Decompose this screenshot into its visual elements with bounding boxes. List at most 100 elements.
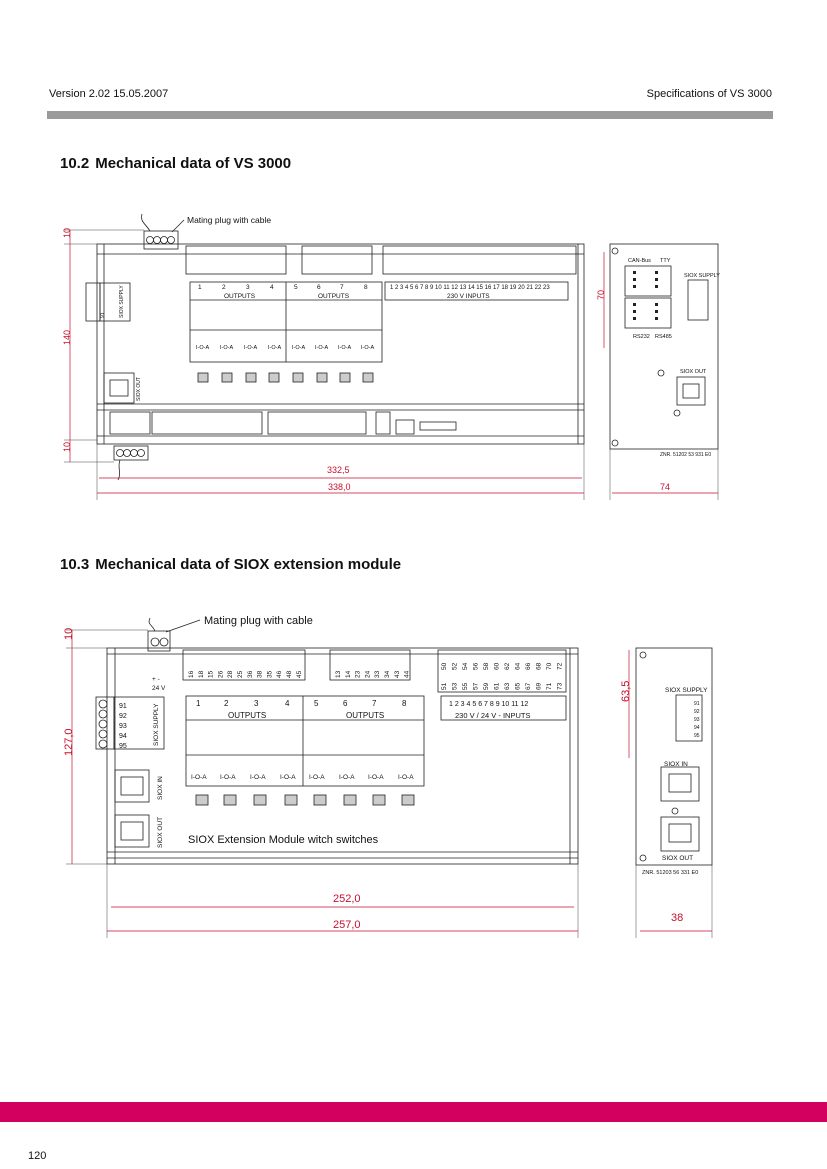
out-4: 4	[270, 284, 274, 291]
terminal-label: 46	[276, 670, 283, 678]
terminal-label: 71	[546, 682, 553, 690]
ioa-2: I-O-A	[220, 345, 233, 351]
terminal-label: 67	[525, 682, 532, 690]
header-title: Specifications of VS 3000	[646, 88, 772, 100]
out2-3: 3	[254, 699, 259, 708]
supply-term-93: 93	[119, 723, 127, 730]
ioa-3: I-O-A	[244, 345, 257, 351]
dim-10-bottom: 10	[62, 442, 72, 452]
side-term-95: 95	[694, 733, 700, 739]
terminal-label: 38	[257, 670, 264, 678]
outputs-label-1b: OUTPUTS	[318, 293, 350, 300]
ioa2-4: I-O-A	[280, 774, 296, 781]
terminal-label: 44	[404, 670, 411, 678]
terminal-label: 18	[198, 670, 205, 678]
terminal-label: 50	[441, 662, 448, 670]
ioa2-8: I-O-A	[398, 774, 414, 781]
out-7: 7	[340, 284, 344, 291]
tty-label: TTY	[660, 258, 671, 264]
znr-1: ZNR. 51202 53 931 E0	[660, 452, 711, 458]
out-8: 8	[364, 284, 368, 291]
ioa2-6: I-O-A	[339, 774, 355, 781]
side-siox-supply-1: SIOX SUPPLY	[684, 273, 720, 279]
out2-5: 5	[314, 699, 319, 708]
out2-8: 8	[402, 699, 407, 708]
siox-supply-label-1: SIOX SUPPLY	[119, 285, 125, 318]
ioa2-7: I-O-A	[368, 774, 384, 781]
terminal-label: 25	[237, 670, 244, 678]
ioa-5: I-O-A	[292, 345, 305, 351]
inputs-label-2: 230 V / 24 V - INPUTS	[455, 711, 530, 720]
terminal-label: 43	[394, 670, 401, 678]
terminal-label: 48	[286, 670, 293, 678]
ioa-4: I-O-A	[268, 345, 281, 351]
rs232-label: RS232	[633, 334, 650, 340]
supply-term-95: 95	[119, 743, 127, 750]
terminal-label: 26	[217, 670, 224, 678]
inputs-label-1: 230 V INPUTS	[447, 293, 490, 300]
terminal-label: 13	[335, 670, 342, 678]
can-bus-label: CAN-Bus	[628, 258, 651, 264]
terminal-label: 60	[494, 662, 501, 670]
terminal-label: 68	[536, 662, 543, 670]
outputs-label-2a: OUTPUTS	[228, 711, 266, 720]
terminal-label: 24	[364, 670, 371, 678]
terminal-label: 64	[515, 662, 522, 670]
terminal-label: 35	[266, 670, 273, 678]
out2-1: 1	[196, 699, 201, 708]
terminal-label: 45	[296, 670, 303, 678]
ioa2-1: I-O-A	[191, 774, 207, 781]
dim-127: 127,0	[63, 728, 75, 756]
terminal-label: 28	[227, 670, 234, 678]
dim-10-siox: 10	[63, 628, 75, 640]
side-siox-out-1: SIOX OUT	[680, 369, 707, 375]
terminal-label: 72	[557, 662, 564, 670]
mating-plug-label-1: Mating plug with cable	[187, 215, 271, 225]
rs485-label: RS485	[655, 334, 672, 340]
ioa-1: I-O-A	[196, 345, 209, 351]
terminal-label: 23	[355, 670, 362, 678]
out-3: 3	[246, 284, 250, 291]
dim-252: 252,0	[333, 893, 361, 905]
terminal-label: 15	[208, 670, 215, 678]
terminal-label: 63	[504, 682, 511, 690]
siox-out-label-2: SIOX OUT	[157, 817, 164, 848]
siox-in-label-2: SIOX IN	[157, 776, 164, 800]
dim-140: 140	[62, 330, 72, 345]
outputs-label-2b: OUTPUTS	[346, 711, 384, 720]
terminal-label: 58	[483, 662, 490, 670]
dim-257: 257,0	[333, 919, 361, 931]
terminal-label: 62	[504, 662, 511, 670]
ioa2-5: I-O-A	[309, 774, 325, 781]
terminal-label: 59	[483, 682, 490, 690]
side-term-91: 91	[694, 701, 700, 707]
supply-term-91: 91	[119, 703, 127, 710]
terminal-label: 65	[515, 682, 522, 690]
ioa2-3: I-O-A	[250, 774, 266, 781]
input-numbers-1: 1 2 3 4 5 6 7 8 9 10 11 12 13 14 15 16 1…	[390, 285, 550, 291]
dim-63: 63,5	[620, 681, 632, 702]
dim-74: 74	[660, 482, 670, 492]
terminal-label: 33	[374, 670, 381, 678]
terminal-label: 57	[473, 682, 480, 690]
znr-2: ZNR. 51203 56 331 E0	[642, 870, 698, 876]
supply-term-92: 92	[119, 713, 127, 720]
plus-minus-label: + -	[152, 676, 160, 683]
out2-4: 4	[285, 699, 290, 708]
out-6: 6	[317, 284, 321, 291]
side-term-92: 92	[694, 709, 700, 715]
terminal-label: 51	[441, 682, 448, 690]
ioa-6: I-O-A	[315, 345, 328, 351]
header-version: Version 2.02 15.05.2007	[49, 88, 169, 100]
input-numbers-2: 1 2 3 4 5 6 7 8 9 10 11 12	[449, 701, 528, 708]
dim-70: 70	[596, 290, 606, 300]
out2-6: 6	[343, 699, 348, 708]
module-title: SIOX Extension Module witch switches	[188, 834, 379, 846]
header-rule	[47, 111, 773, 119]
ioa-7: I-O-A	[338, 345, 351, 351]
voltage-label: 24 V	[152, 685, 166, 692]
